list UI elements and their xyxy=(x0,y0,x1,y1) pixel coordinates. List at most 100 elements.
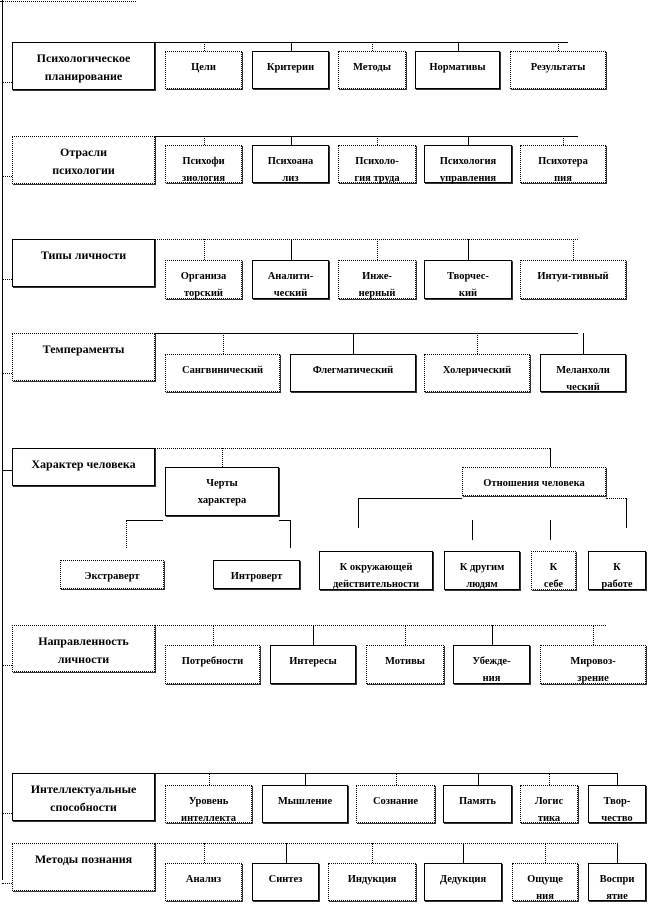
item-box: Результаты xyxy=(510,51,606,89)
connector-line xyxy=(358,498,359,528)
item-box: Меланхоли ческий xyxy=(540,354,626,393)
traits-box-label: Черты характера xyxy=(197,478,247,506)
item-box: Интересы xyxy=(270,645,356,684)
item-box-label: Память xyxy=(459,796,496,807)
item-box-label: Твор- чество xyxy=(601,796,633,824)
connector-line xyxy=(472,520,473,540)
item-box: Психотера пия xyxy=(520,145,606,184)
connector-line xyxy=(583,333,584,354)
connector-line xyxy=(222,448,223,467)
item-box-label: Холерический xyxy=(442,365,512,376)
item-box-label: Потребности xyxy=(181,656,244,667)
connector-line xyxy=(126,520,127,548)
item-box-label: Убежде- ния xyxy=(472,656,511,684)
connector-line xyxy=(593,625,594,645)
connector-line xyxy=(204,843,205,863)
item-box: Флегматический xyxy=(290,354,416,392)
relation-box-label: К окружающей действительности xyxy=(333,562,419,590)
item-box-label: Организа торский xyxy=(180,271,227,299)
item-box-label: Уровень интеллекта xyxy=(181,796,236,824)
item-box: Мировоз- зрение xyxy=(540,645,646,684)
category-box: Направленность личности xyxy=(12,625,155,672)
item-box-label: Психотера пия xyxy=(538,156,588,184)
traits-box: Черты характера xyxy=(165,467,279,516)
item-box: Мотивы xyxy=(366,645,444,684)
connector-line xyxy=(617,843,618,863)
connector-line xyxy=(2,813,12,814)
item-box-label: Творчес- кий xyxy=(447,271,489,299)
connector-line xyxy=(204,136,205,145)
item-box-label: Анализ xyxy=(185,874,222,885)
connector-line xyxy=(291,239,292,260)
item-box: Мышление xyxy=(262,785,348,823)
relation-box: К работе xyxy=(588,551,646,590)
relation-box: К окружающей действительности xyxy=(319,551,433,590)
item-box: Аналити- ческий xyxy=(252,260,329,299)
category-box: Отрасли психологии xyxy=(12,136,155,184)
connector-line xyxy=(2,279,12,280)
item-box: Психофи зиология xyxy=(165,145,242,184)
item-box: Ощуще ния xyxy=(512,863,578,902)
connector-line xyxy=(313,625,314,645)
item-box-label: Флегматический xyxy=(312,365,394,376)
category-box: Типы личности xyxy=(12,239,155,287)
item-box-label: Сознание xyxy=(372,796,419,807)
item-box: Психоло- гия труда xyxy=(338,145,416,184)
item-box-label: Критерии xyxy=(266,62,315,73)
connector-line xyxy=(358,498,462,499)
relation-box-label: К другим людям xyxy=(459,562,505,590)
item-box: Уровень интеллекта xyxy=(165,785,252,824)
connector-line xyxy=(155,773,618,774)
item-box-label: Интересы xyxy=(289,656,337,667)
connector-line xyxy=(291,42,292,51)
item-box-label: Психоло- гия труда xyxy=(354,156,400,184)
connector-line xyxy=(606,498,626,499)
item-box: Синтез xyxy=(252,863,319,901)
item-box: Потребности xyxy=(165,645,260,684)
connector-line xyxy=(209,773,210,785)
item-box-label: Аналити- ческий xyxy=(267,271,314,299)
trait-box-label: Интроверт xyxy=(230,571,283,582)
connector-line xyxy=(573,239,574,260)
category-box: Интеллектуальные способности xyxy=(12,773,155,821)
item-box: Нормативы xyxy=(415,51,500,89)
connector-line xyxy=(155,448,550,449)
connector-line xyxy=(204,239,205,260)
connector-line xyxy=(468,239,469,260)
connector-line xyxy=(2,665,12,666)
item-box-label: Синтез xyxy=(268,874,303,885)
connector-line xyxy=(2,0,3,880)
connector-line xyxy=(468,136,469,145)
item-box-label: Индукция xyxy=(347,874,397,885)
relation-box: К другим людям xyxy=(444,551,520,590)
connector-line xyxy=(550,520,551,540)
connector-line xyxy=(126,520,163,521)
item-box: Творчес- кий xyxy=(424,260,512,299)
connector-line xyxy=(353,333,354,354)
connector-line xyxy=(558,42,559,51)
connector-line xyxy=(545,843,546,863)
item-box: Логис тика xyxy=(520,785,578,824)
category-box-label: Типы личности xyxy=(40,248,127,262)
trait-box: Интроверт xyxy=(213,560,300,589)
connector-line xyxy=(155,239,578,240)
item-box-label: Мотивы xyxy=(385,656,425,667)
connector-line xyxy=(286,843,287,863)
connector-line xyxy=(2,883,12,884)
connector-line xyxy=(617,773,618,785)
item-box-label: Сангвинический xyxy=(182,365,263,376)
relations-box: Отношения человека xyxy=(462,467,606,496)
connector-line xyxy=(549,773,550,785)
connector-line xyxy=(213,625,214,645)
connector-line xyxy=(405,625,406,645)
item-box: Критерии xyxy=(252,51,329,89)
connector-line xyxy=(372,843,373,863)
category-box-label: Психологическое планирование xyxy=(36,51,131,83)
category-box-label: Отрасли психологии xyxy=(52,145,115,177)
connector-line xyxy=(477,333,478,354)
category-box-label: Методы познания xyxy=(34,852,133,866)
item-box-label: Результаты xyxy=(530,62,586,73)
connector-line xyxy=(626,498,627,528)
item-box: Методы xyxy=(338,51,406,89)
